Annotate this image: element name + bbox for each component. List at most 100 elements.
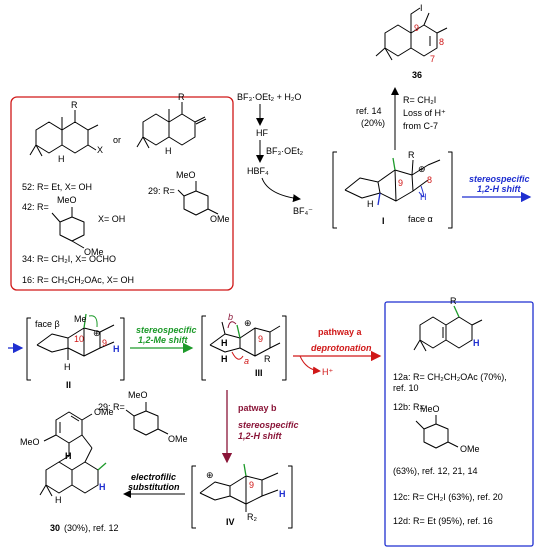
substrate-34-text: 34: R= CH₂I, X= OCHO (22, 254, 116, 264)
atom-9-II: 9 (102, 338, 107, 348)
r29-label: 29: R= (98, 402, 125, 412)
arrow-3-label-line1: electrofilic (131, 472, 176, 482)
face-beta-label: face β (35, 319, 60, 329)
arrow-2-label-line2: 1,2-Me shift (138, 335, 189, 345)
h-blue-IV: H (279, 489, 286, 499)
h-top-III: H (221, 338, 228, 348)
pathway-a-sub: deprotonation (311, 343, 372, 353)
pathway-a-title: pathway a (318, 327, 363, 337)
carbocation-III: ⊕ (244, 318, 252, 328)
atom-9-III: 9 (258, 334, 263, 344)
atom-9-IV: 9 (249, 480, 254, 490)
aryl-group-12b: MeO OMe (415, 404, 480, 454)
ome-label-2: OMe (210, 214, 230, 224)
loss-h-text: Loss of H⁺ (403, 108, 446, 118)
pathway-b-title: patway b (238, 403, 277, 413)
r-ch2i-text: R= CH₂I (403, 95, 436, 105)
reagent-hf: HF (256, 128, 268, 138)
arrow-3-label-line2: substitution (128, 482, 180, 492)
x-label: X (97, 145, 103, 155)
h-label-2: H (165, 146, 172, 156)
path-b-label-III: b (228, 312, 233, 322)
substrate-16-text: 16: R= CH₂CH₂OAc, X= OH (22, 275, 134, 285)
atom-10-II: 10 (74, 334, 84, 344)
product-12-structure: R H (413, 296, 483, 352)
atom-9-I: 9 (398, 178, 403, 188)
ome-label-r29: OMe (168, 434, 188, 444)
reagent-hbf4: HBF₄ (247, 166, 269, 176)
r-label-III: R (264, 354, 271, 364)
atom-8-label: 8 (439, 37, 444, 47)
product-12a-ref: ref. 10 (393, 383, 419, 393)
atom-7-label: 7 (430, 54, 435, 64)
compound-30-caption: (30%), ref. 12 (64, 523, 119, 533)
me-label-II: Me (74, 314, 87, 324)
h-label: H (58, 154, 65, 164)
carbocation-II: ⊕ (93, 328, 101, 338)
meo-label-2: MeO (176, 170, 196, 180)
h-plus-loss: H⁺ (322, 367, 333, 377)
intermediate-IV-label: IV (226, 517, 235, 527)
intermediate-I-label: I (382, 216, 385, 226)
h-blue-30: H (99, 482, 106, 492)
substrate-42-x-text: X= OH (98, 214, 125, 224)
carbocation-I: ⊕ (418, 164, 426, 174)
product-12a-text: 12a: R= CH₂CH₂OAc (70%), (393, 372, 507, 382)
or-text: or (113, 135, 121, 145)
reagent-bf3-2: BF₃·OEt₂ (266, 146, 304, 156)
atom-8-I: 8 (427, 175, 432, 185)
r-label: R (71, 100, 78, 110)
arrow-h-loss (299, 355, 321, 375)
from-c7-text: from C-7 (403, 121, 438, 131)
product-12c-text: 12c: R= CH₂I (63%), ref. 20 (393, 492, 503, 502)
yield-20-text: (20%) (361, 118, 385, 128)
arrow-1-label-line1: stereospecific (469, 174, 530, 184)
intermediate-III-label: III (255, 368, 263, 378)
h-blue-II: H (113, 344, 120, 354)
substrate-52-text: 52: R= Et, X= OH (22, 182, 92, 192)
h-ring-30: H (55, 495, 62, 505)
r-label-I: R (408, 150, 415, 160)
iodine-label: I (420, 3, 423, 13)
face-alpha-label: face α (408, 214, 433, 224)
carbocation-IV: ⊕ (206, 470, 214, 480)
h-blue-12: H (473, 338, 480, 348)
substrate-box (10, 96, 234, 291)
bf4-anion: BF₄⁻ (293, 206, 313, 216)
h-bottom-III: H (221, 354, 228, 364)
pathway-b-line1: stereospecific (238, 420, 299, 430)
substrate-42-label: 42: R= (22, 202, 49, 212)
product-30: OMe MeO H H H 30 (30%), ref. 12 (20, 407, 119, 533)
r-label-2: R (178, 92, 185, 102)
intermediate-IV: ⊕ 9 R₂ H IV (191, 463, 293, 529)
product-12-box (384, 301, 534, 547)
path-a-label-III: a (244, 356, 249, 366)
meo-label-12b: MeO (420, 404, 440, 414)
product-12d-text: 12d: R= Et (95%), ref. 16 (393, 516, 493, 526)
ome-label: OMe (84, 247, 104, 257)
meo-label: MeO (57, 195, 77, 205)
h-I: H (420, 192, 427, 202)
product-36: I 9 8 7 36 (375, 3, 448, 80)
h-top-30: H (65, 451, 72, 461)
meo-label-r29: MeO (128, 390, 148, 400)
atom-9-label: 9 (414, 23, 419, 33)
product-12b-ref: (63%), ref. 12, 21, 14 (393, 466, 478, 476)
ref-14-text: ref. 14 (356, 106, 382, 116)
reagent-arrow-3 (261, 177, 301, 203)
substrate-right-structure: R H (136, 92, 207, 156)
reagent-bf3-water: BF₃·OEt₂ + H₂O (237, 92, 301, 102)
ome-label-12b: OMe (460, 444, 480, 454)
h-ring-II: H (64, 362, 71, 372)
r-label-12: R (450, 296, 457, 306)
meo-label-30: MeO (20, 437, 40, 447)
substrate-29-label: 29: R= (148, 186, 175, 196)
r2-label-IV: R₂ (247, 512, 257, 522)
intermediate-I: R ⊕ 9 8 H H I face α (332, 150, 453, 229)
intermediate-II: face β Me 10 9 ⊕ H H II (26, 313, 125, 390)
arrow-1-label-line2: 1,2-H shift (477, 184, 522, 194)
ome-label-30: OMe (94, 407, 114, 417)
aryl-group-29: MeO OMe (176, 170, 230, 224)
aryl-group-42: MeO OMe (51, 195, 104, 257)
